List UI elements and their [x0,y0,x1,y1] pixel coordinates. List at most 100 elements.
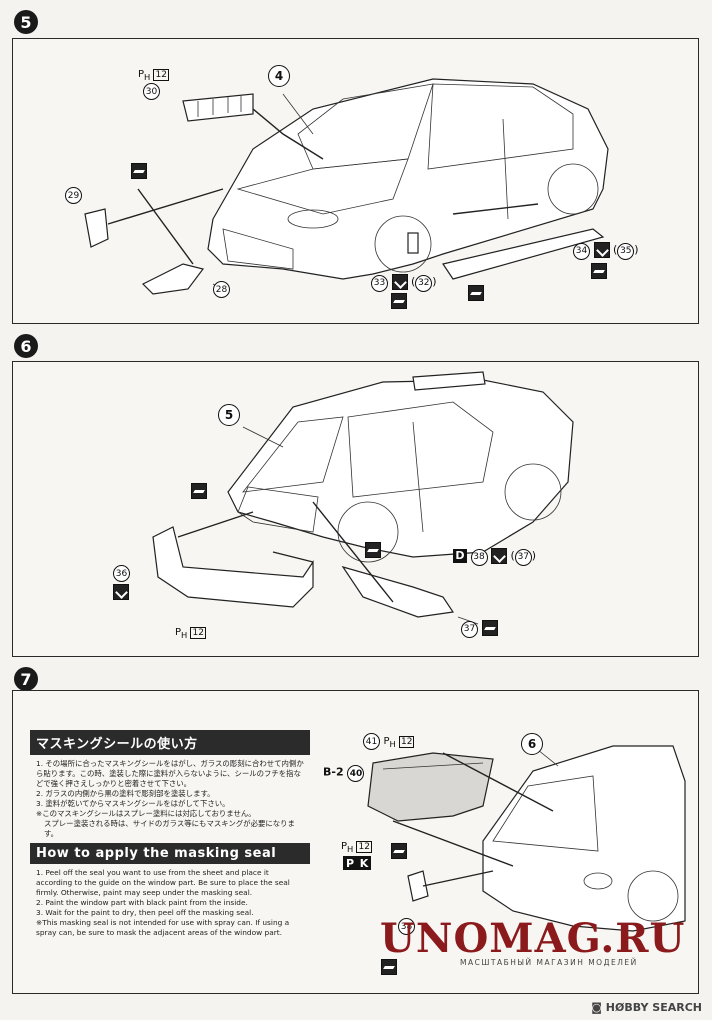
step-5-number-text: 5 [20,12,32,32]
watermark-subtitle: МАСШТАБНЫЙ МАГАЗИН МОДЕЛЕЙ [460,958,638,967]
step-7-leader-38 [422,870,494,887]
instructions-en-title: How to apply the masking seal [30,843,310,864]
sandpaper-file-icon [491,548,507,564]
jp-line-2: 2. ガラスの内側から黒の塗料で彫刻部を塗装します。 [36,789,215,798]
step-6-panel: 5 36 PH 12 D 38 (37) 37 [12,361,699,657]
step-5-number: 5 [14,10,38,34]
step-5-paint-icon-d [591,263,607,279]
step-6-hood-vent [412,371,486,391]
sandpaper-file-icon [593,242,610,258]
jp-line-3: 3. 塗料が乾いてからマスキングシールをはがして下さい。 [36,799,230,808]
step-5-diagram [84,78,609,295]
step-5-grille [222,228,294,270]
step-5-paint-icon-a [131,163,147,179]
step-5-front-wheel-arch [374,215,432,273]
step-6-ph-tag: PH 12 [175,627,206,640]
step-7-car-body [482,745,686,932]
en-line-2: 2. Paint the window part with black pain… [36,898,248,907]
step-5-callout-34-35: 34 (35) [573,242,639,260]
step-6-front-wheel-arch [504,463,562,521]
step-5-leader-4 [282,93,314,135]
step-7-diagram [367,745,686,932]
step-5-callout-33-32: 33 (32) [371,274,437,292]
step-7-callout-41: 41 PH 12 [363,733,415,750]
step-6-diagram [152,371,574,625]
jp-line-5: スプレー塗装される時は、サイドのガラス等にもマスキングが必要になります。 [44,819,295,838]
step-7-paint-icon-a [391,843,407,859]
paint-bottle-icon [391,293,407,309]
step-7-number-text: 7 [20,669,32,689]
step-7-paint-icon-b [381,959,397,975]
paint-bottle-icon [468,285,484,301]
step-7-taillight [583,872,613,890]
paint-bottle-icon [391,843,407,859]
step-5-mirror-part [84,208,109,248]
paint-bottle-icon [365,542,381,558]
watermark-logo: UNOMAG.RU [380,915,686,962]
step-5-leader-29 [107,188,224,225]
step-5-small-part-33 [407,232,419,254]
step-5-callout-30: 30 [143,83,160,100]
step-6-callout-36: 36 [113,565,130,582]
step-6-callout-d-38-37: D 38 (37) [453,548,536,566]
step-6-callout-37: 37 [461,620,498,638]
step-7-callout-b2-40: B-2 40 [323,765,365,782]
en-line-4: ※This masking seal is not intended for u… [36,918,290,937]
sandpaper-file-icon [391,274,408,290]
step-5-side-skirt-part [442,228,605,280]
step-5-door-line [502,118,509,220]
paint-bottle-icon [591,263,607,279]
paint-bottle-icon [191,483,207,499]
step-5-rear-wheel-arch [547,163,599,215]
step-7-small-part-38 [407,870,429,902]
step-6-callout-5: 5 [218,404,240,426]
step-5-leader-30 [252,108,324,160]
step-7-rear-window-part [367,752,494,822]
step-5-ph-tag: PH 12 [138,69,169,82]
en-line-3: 3. Wait for the paint to dry, then peel … [36,908,254,917]
step-5-lamp-lens-part [141,263,205,295]
step-7-callout-38: 38 [398,918,415,935]
step-6-side-glass [347,401,494,498]
step-6-leader-bumper [177,511,314,563]
instructions-jp-body: 1. その場所に合ったマスキングシールをはがし、ガラスの彫刻に合わせて内側から貼… [30,755,310,843]
paint-bottle-icon [481,620,498,636]
masking-seal-instructions: マスキングシールの使い方 1. その場所に合ったマスキングシールをはがし、ガラス… [30,730,310,942]
step-5-car-body [207,78,609,280]
step-6-paint-icon-a [191,483,207,499]
instructions-jp-title: マスキングシールの使い方 [30,730,310,755]
step-6-door-line [412,421,424,533]
step-5-hood-vent-part [182,93,254,122]
hobby-search-credit: ◙ HØBBY SEARCH [591,1001,702,1014]
step-5-callout-28: 28 [213,281,230,298]
step-5-paint-icon-b [391,293,407,309]
paint-bottle-icon [131,163,147,179]
jp-line-1: 1. その場所に合ったマスキングシールをはがし、ガラスの彫刻に合わせて内側から貼… [36,759,304,788]
sandpaper-file-icon [113,584,129,600]
step-6-leader-diffuser [312,501,394,603]
step-6-file-icon-36 [113,584,129,600]
step-5-callout-29: 29 [65,187,82,204]
instructions-en-body: 1. Peel off the seal you want to use fro… [30,864,310,942]
step-6-paint-icon-b [365,542,381,558]
step-5-panel: PH 12 30 4 29 28 33 (32) 34 (35) [12,38,699,324]
step-6-tailgate [237,486,319,533]
step-7-callout-6: 6 [521,733,543,755]
step-7-wheel-arch [627,870,679,922]
step-6-car-body [227,379,574,558]
step-6-number-text: 6 [20,336,32,356]
step-5-leader-skirt [452,203,539,215]
step-7-ph-tag: PH 12 [341,841,372,854]
en-line-1: 1. Peel off the seal you want to use fro… [36,868,290,897]
step-5-windshield [297,83,434,170]
step-7-tailgate-opening [492,775,599,852]
step-6-rear-wheel-arch [337,501,399,563]
step-6-number: 6 [14,334,38,358]
step-5-side-window [427,83,574,170]
step-6-diffuser-part [341,565,455,618]
paint-bottle-icon [381,959,397,975]
camera-icon: ◙ [591,1001,602,1014]
credit-text: HØBBY SEARCH [605,1001,702,1014]
step-5-callout-4: 4 [268,65,290,87]
